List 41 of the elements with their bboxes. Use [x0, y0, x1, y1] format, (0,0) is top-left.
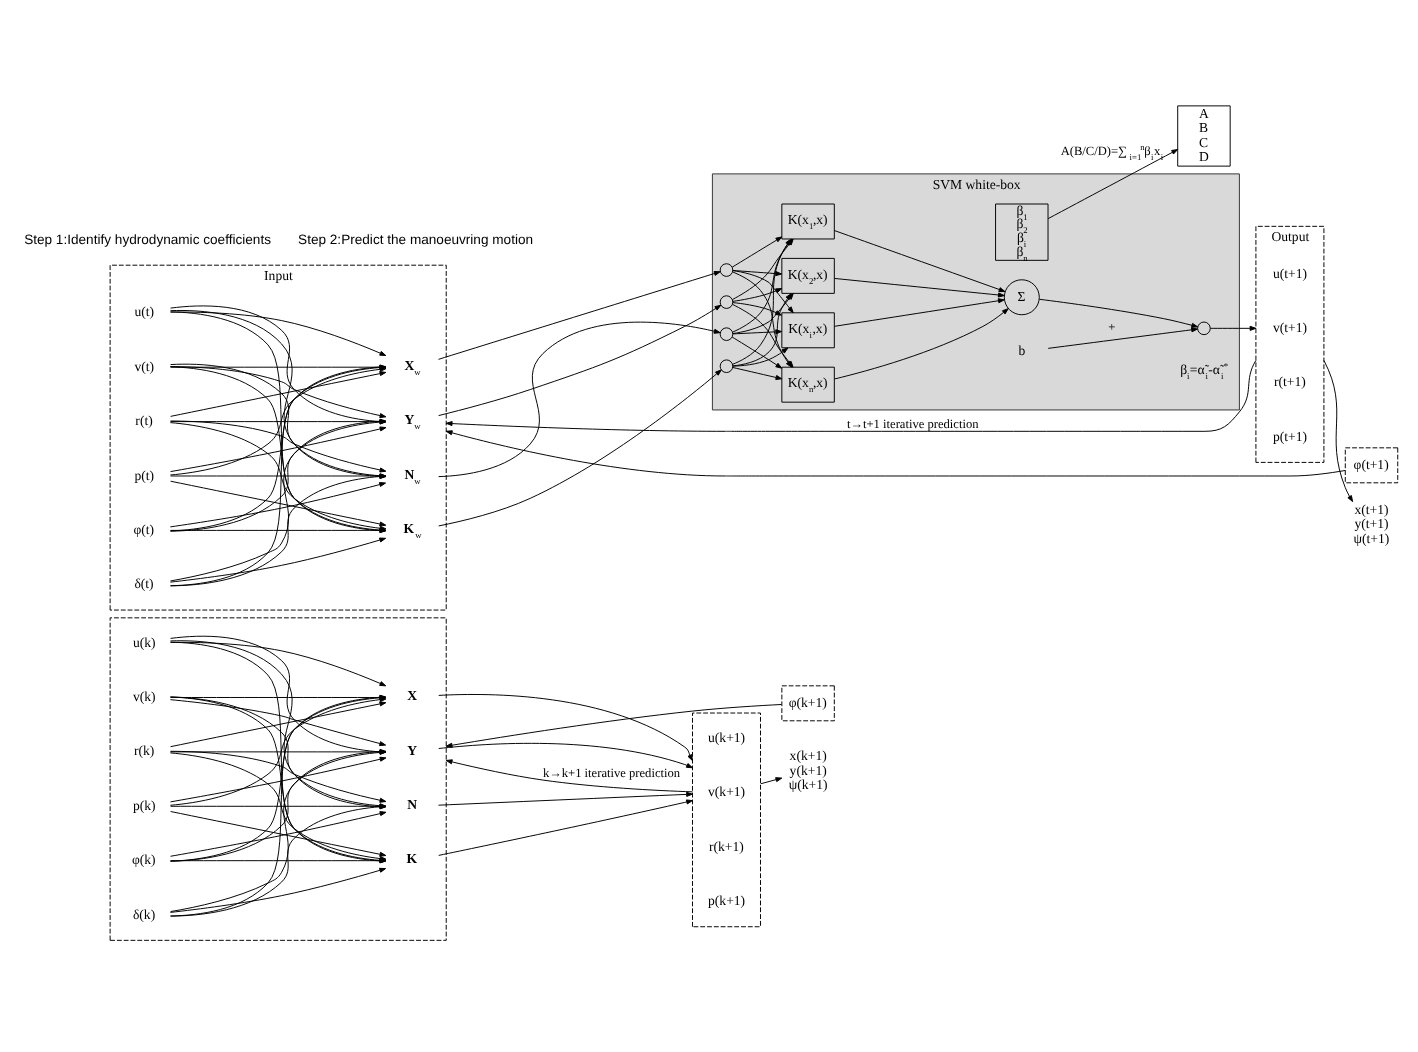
node-circle [719, 326, 734, 340]
node-circle [1197, 320, 1211, 335]
arrow [760, 776, 783, 784]
arrow [438, 798, 693, 855]
arrow [833, 229, 1006, 292]
arrow [1047, 148, 1179, 219]
arrow [170, 472, 387, 478]
arrow [732, 287, 783, 301]
arrow [438, 368, 722, 526]
arrow [1047, 326, 1198, 348]
arrow [731, 235, 783, 267]
arrow [438, 790, 693, 805]
cluster [109, 616, 447, 940]
arrow [1038, 297, 1199, 327]
arrow [834, 307, 1009, 379]
node-circle [719, 294, 734, 308]
arrow [1209, 324, 1257, 330]
node-circle [719, 262, 734, 276]
cluster [692, 711, 761, 927]
arrow [169, 866, 387, 912]
arrow [438, 303, 722, 416]
arrow [1323, 358, 1354, 502]
arrow [170, 748, 387, 754]
arrow [732, 365, 783, 379]
arrow [732, 346, 789, 366]
arrow [438, 741, 693, 768]
arrow [834, 297, 1005, 326]
arrow [445, 703, 783, 747]
arrow [732, 268, 783, 276]
arrow [169, 536, 387, 582]
arrow [445, 429, 1346, 476]
arrow [170, 802, 387, 808]
arrow [438, 270, 721, 359]
node-circle [719, 358, 734, 373]
arrow [170, 810, 387, 856]
arrow [438, 320, 721, 477]
arrow [731, 335, 783, 368]
arrow [438, 693, 693, 761]
arrow [445, 758, 693, 792]
arrow [834, 276, 1005, 297]
arrow [732, 328, 783, 334]
